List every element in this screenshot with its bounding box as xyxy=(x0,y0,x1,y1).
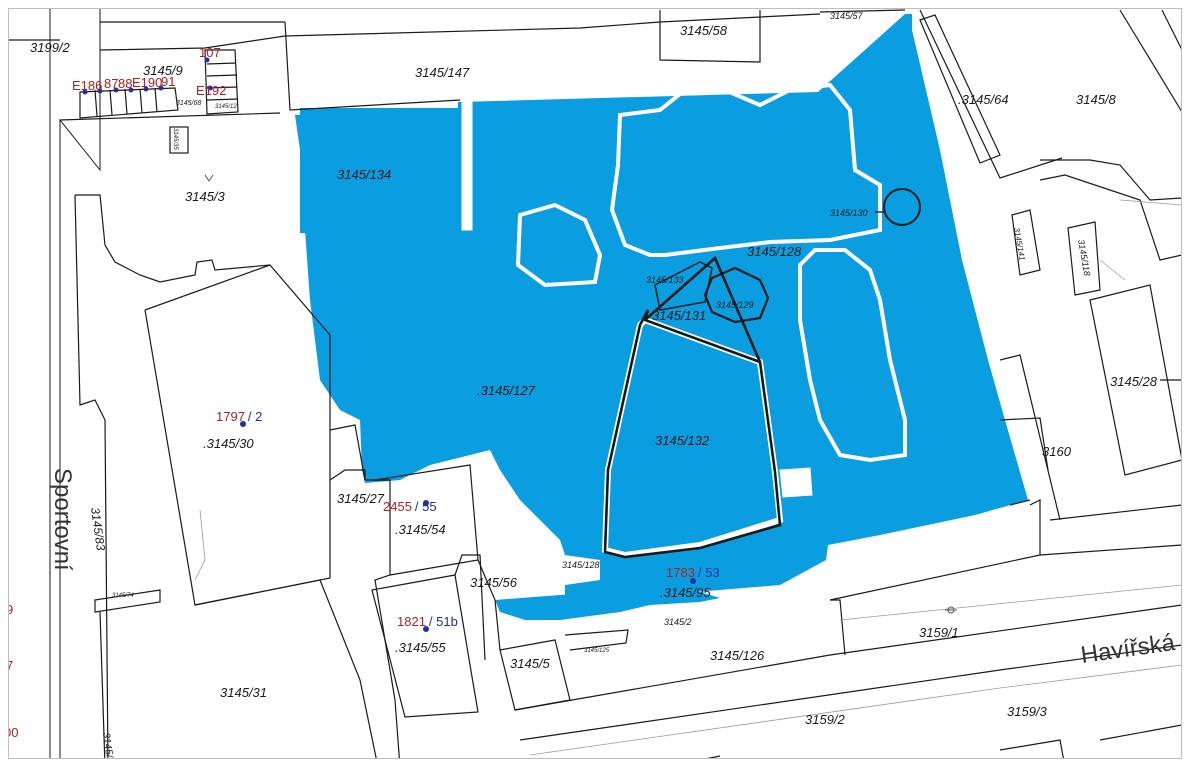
garage-labels: E186 87 88 E190 91 107 E192 xyxy=(72,45,226,98)
highlight-circle-130 xyxy=(882,187,922,227)
parcel-3145-128-lower: 3145/128 xyxy=(562,560,600,570)
parcel-3145-95: .3145/95 xyxy=(660,585,711,600)
address-point-2455[interactable] xyxy=(423,500,429,506)
parcel-3145-9: 3145/9 xyxy=(143,63,183,78)
parcel-3145-172: 3145/172 xyxy=(100,732,117,767)
house-number-1783: 1783 xyxy=(666,565,695,580)
map-markers xyxy=(204,174,957,614)
parcel-3145-127: .3145/127 xyxy=(477,383,536,398)
edge-label-7: 7 xyxy=(6,658,13,673)
orientation-number-51b: / 51b xyxy=(429,614,458,629)
parcel-3145-56: 3145/56 xyxy=(470,575,518,590)
parcel-3145-35: 3145/35 xyxy=(172,128,178,150)
garage-label-e186: E186 xyxy=(72,78,102,93)
house-number-2455: 2455 xyxy=(383,499,412,514)
parcel-3145-55: .3145/55 xyxy=(395,640,446,655)
garage-label-e192: E192 xyxy=(196,83,226,98)
parcel-3145-128-upper: 3145/128 xyxy=(747,244,802,259)
parcel-3145-83: 3145/83 xyxy=(88,506,108,551)
house-number-1821: 1821 xyxy=(397,614,426,629)
address-1783[interactable]: 1783/ 53 xyxy=(666,565,720,580)
address-point-1783[interactable] xyxy=(690,578,696,584)
parcel-3145-28: 3145/28 xyxy=(1110,374,1158,389)
marker-chevron xyxy=(204,174,214,182)
highlight-block-134 xyxy=(300,108,462,233)
parcel-3145-5: 3145/5 xyxy=(510,656,551,671)
garage-label-87: 87 xyxy=(104,76,118,91)
parcel-3145-57: 3145/57 xyxy=(830,11,864,21)
parcel-3159-2: 3159/2 xyxy=(805,712,846,727)
edge-labels: 9 7 00 xyxy=(4,602,18,740)
garage-label-88: 88 xyxy=(118,76,132,91)
parcel-lines xyxy=(8,8,1182,759)
orientation-number-55: / 55 xyxy=(415,499,437,514)
parcel-3159-3: 3159/3 xyxy=(1007,704,1048,719)
orientation-number-53: / 53 xyxy=(698,565,720,580)
parcel-3145-58: 3145/58 xyxy=(680,23,728,38)
address-point-1821[interactable] xyxy=(423,626,429,632)
parcel-3145-27: 3145/27 xyxy=(337,491,385,506)
parcel-3145-126: 3145/126 xyxy=(710,648,765,663)
parcel-3145-31: 3145/31 xyxy=(220,685,267,700)
parcel-3145-3: 3145/3 xyxy=(185,189,226,204)
address-2455[interactable]: 2455/ 55 xyxy=(383,499,437,514)
orientation-number-2: / 2 xyxy=(248,409,262,424)
address-labels: 1797/ 2 2455/ 55 1783/ 53 1821/ 51b xyxy=(216,409,720,629)
parcel-3145-54: .3145/54 xyxy=(395,522,446,537)
parcel-3145-147: 3145/147 xyxy=(415,65,470,80)
parcel-labels: 3199/2 3145/9 3145/147 3145/58 3145/57 .… xyxy=(30,11,1158,767)
parcel-3145-30: .3145/30 xyxy=(203,436,254,451)
parcel-3159-1: 3159/1 xyxy=(919,625,959,640)
address-1821[interactable]: 1821/ 51b xyxy=(397,614,458,629)
garage-label-107: 107 xyxy=(199,45,221,60)
address-point-1797[interactable] xyxy=(240,421,246,427)
garage-label-91: 91 xyxy=(161,74,175,89)
parcel-3145-129: 3145/129 xyxy=(716,300,754,310)
parcel-3145-130: 3145/130 xyxy=(830,208,868,218)
parcel-3145-132: 3145/132 xyxy=(655,433,710,448)
highlight-lower-strip xyxy=(495,590,720,620)
parcel-3160: 3160 xyxy=(1042,444,1072,459)
address-1797[interactable]: 1797/ 2 xyxy=(216,409,262,424)
parcel-3145-125: 3145/125 xyxy=(584,648,610,654)
secondary-lines xyxy=(194,199,1182,756)
edge-label-00: 00 xyxy=(4,725,18,740)
parcel-3145-68: 3145/68 xyxy=(176,100,201,107)
edge-label-9: 9 xyxy=(6,602,13,617)
garage-label-e190: E190 xyxy=(132,75,162,90)
parcel-3199-2: 3199/2 xyxy=(30,40,71,55)
parcel-3145-134: 3145/134 xyxy=(337,167,391,182)
house-number-1797: 1797 xyxy=(216,409,245,424)
parcel-3145-133: 3145/133 xyxy=(646,275,684,285)
parcel-3145-2: 3145/2 xyxy=(664,617,692,627)
street-sportovni: Sportovní xyxy=(49,468,76,571)
parcel-3145-12: 3145/12 xyxy=(215,104,237,110)
parcel-3145-8: 3145/8 xyxy=(1076,92,1117,107)
parcel-3145-64: .3145/64 xyxy=(958,92,1009,107)
parcel-3145-74: 3145/74 xyxy=(112,593,134,599)
address-points xyxy=(82,57,696,632)
parcel-3145-131: 3145/131 xyxy=(652,308,706,323)
